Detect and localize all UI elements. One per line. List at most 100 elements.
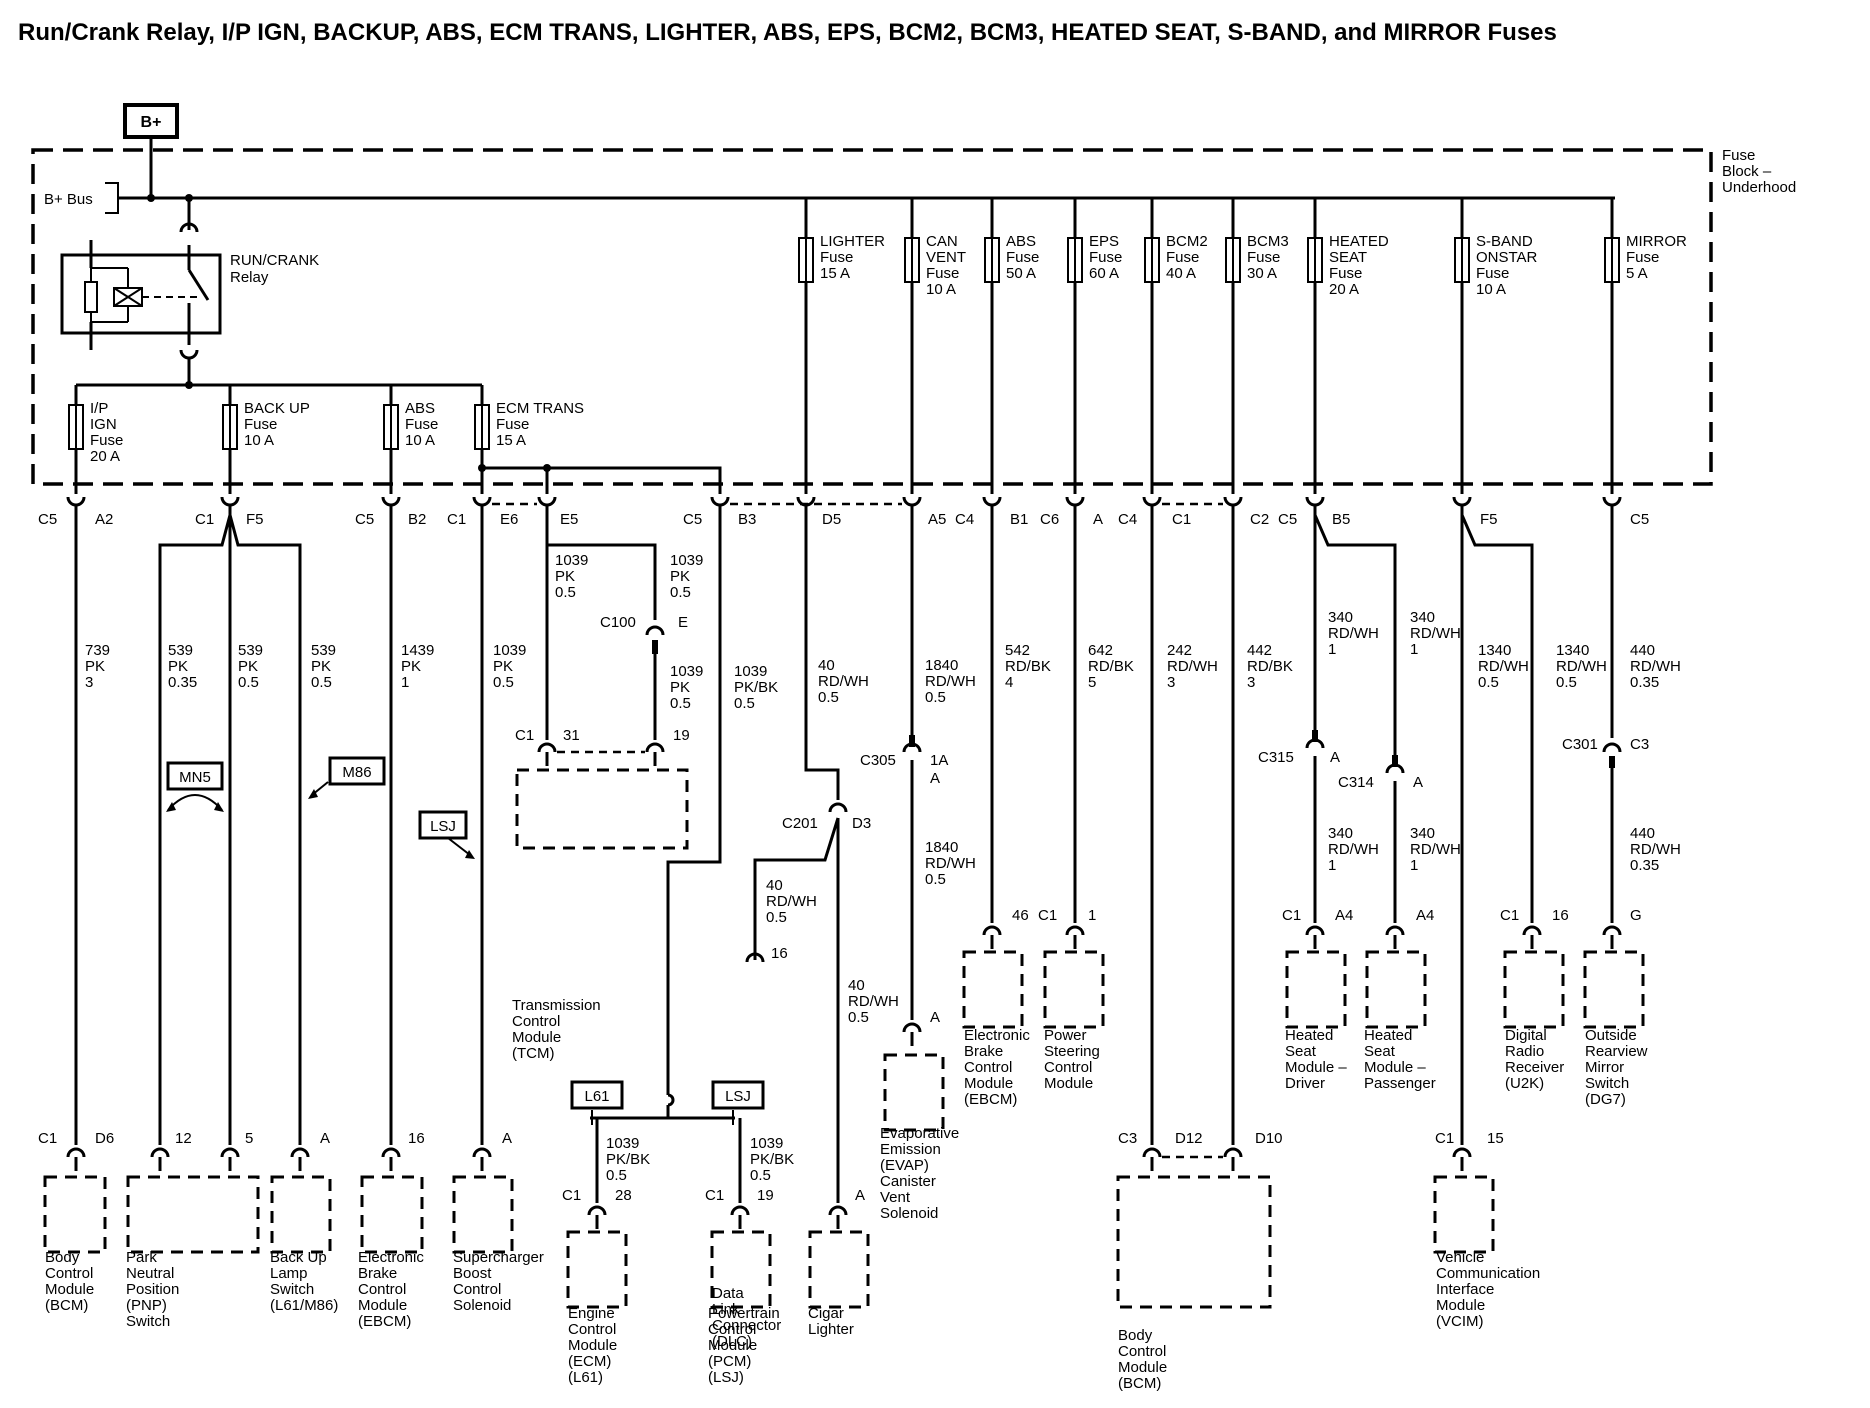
fuse-block-label: Fuse Block – Underhood (1722, 147, 1796, 196)
b-plus-label: B+ (141, 114, 162, 131)
wire-label-line: 0.5 (925, 871, 946, 888)
wire-label-line: RD/WH (1410, 841, 1461, 858)
wire-label-line: 3 (85, 674, 93, 691)
component-name-line: Neutral (126, 1265, 174, 1282)
component-name-line: Connector (712, 1317, 781, 1334)
wire-label-line: 1439 (401, 642, 434, 659)
component-name-line: Control (1044, 1059, 1092, 1076)
bus-bracket (105, 182, 119, 214)
component-name: VehicleCommunicationInterfaceModule(VCIM… (1436, 1249, 1540, 1330)
fuse-label: Fuse (90, 432, 123, 449)
component-connector (1522, 925, 1542, 936)
connector-cavity (902, 496, 922, 507)
inline-connector-label: A (1413, 774, 1423, 791)
component-names: TransmissionControlModule(TCM)DataLinkCo… (45, 997, 1648, 1392)
component-name-line: Steering (1044, 1043, 1100, 1060)
wire-label-line: RD/WH (1630, 658, 1681, 675)
connector-cavity (1452, 496, 1472, 507)
component-connector (537, 742, 557, 753)
pin-label: A4 (1416, 907, 1434, 924)
component-connector (1305, 925, 1325, 936)
wire-label-line: 1 (1328, 857, 1336, 874)
option-tag-label: LSJ (725, 1088, 751, 1105)
wire-label-line: 1039 (555, 552, 588, 569)
option-tag-label: MN5 (179, 769, 211, 786)
connector-label: C5 (355, 511, 374, 528)
component-name-line: Link (712, 1301, 740, 1318)
bcm-box (43, 1175, 107, 1254)
wire-label-line: 1 (1410, 857, 1418, 874)
pin-label: C1 (562, 1187, 581, 1204)
wire-label-line: RD/WH (925, 855, 976, 872)
pin-label: A4 (1335, 907, 1353, 924)
fuse-label: Fuse (1329, 265, 1362, 282)
fuse-label: SEAT (1329, 249, 1367, 266)
component-name-line: Module (1044, 1075, 1093, 1092)
c314-connector (1392, 755, 1398, 767)
c301-connector (1602, 742, 1622, 753)
connector-cavity (1602, 496, 1622, 507)
component-name-line: (L61) (568, 1369, 603, 1386)
connector-cavity (710, 496, 730, 507)
component-name: EvaporativeEmission(EVAP)CanisterVentSol… (880, 1125, 959, 1222)
connector-label: C6 (1040, 511, 1059, 528)
connector-label: B2 (408, 511, 426, 528)
wire-label-line: 1 (1410, 641, 1418, 658)
component-name-line: Module – (1285, 1059, 1347, 1076)
inline-connector-label: C305 (860, 752, 896, 769)
wire-label-line: RD/WH (1478, 658, 1529, 675)
svg-text:Fuse: Fuse (1722, 147, 1755, 164)
fuse-label: 30 A (1247, 265, 1277, 282)
component-name-line: (DLC) (712, 1333, 752, 1350)
bcm-2-box (1116, 1175, 1272, 1309)
inline-connector-label: 1A (930, 752, 948, 769)
fuse-label: Fuse (1089, 249, 1122, 266)
component-name-line: Control (358, 1281, 406, 1298)
ebcm-2-box (962, 950, 1024, 1029)
component-name-line: Body (45, 1249, 80, 1266)
component-name-line: Lamp (270, 1265, 308, 1282)
wire-label-line: PK (670, 568, 690, 585)
component-name-line: Control (1118, 1343, 1166, 1360)
fuse-label: 5 A (1626, 265, 1648, 282)
component-name-line: Control (453, 1281, 501, 1298)
wire-hs-passenger-a (1313, 514, 1397, 755)
component-name-line: Electronic (964, 1027, 1030, 1044)
c301-connector (1609, 756, 1615, 768)
ecm-box (566, 1230, 628, 1309)
fuse-label: Fuse (244, 416, 277, 433)
wire-label-line: 539 (168, 642, 193, 659)
pin-label: 1 (1088, 907, 1096, 924)
pin-label: C3 (1118, 1130, 1137, 1147)
component-connector (290, 1147, 310, 1158)
wire-pnp (158, 514, 232, 1145)
fuse-label: 10 A (405, 432, 435, 449)
connector-label: C1 (195, 511, 214, 528)
option-tag-label: LSJ (430, 818, 456, 835)
fuse-label: 15 A (496, 432, 526, 449)
inline-connector-label: C3 (1630, 736, 1649, 753)
wire-label-line: 0.5 (311, 674, 332, 691)
component-connector (1223, 1147, 1243, 1158)
fuse-label: Fuse (1166, 249, 1199, 266)
fuse-label: Fuse (405, 416, 438, 433)
wire-label-line: 340 (1328, 609, 1353, 626)
